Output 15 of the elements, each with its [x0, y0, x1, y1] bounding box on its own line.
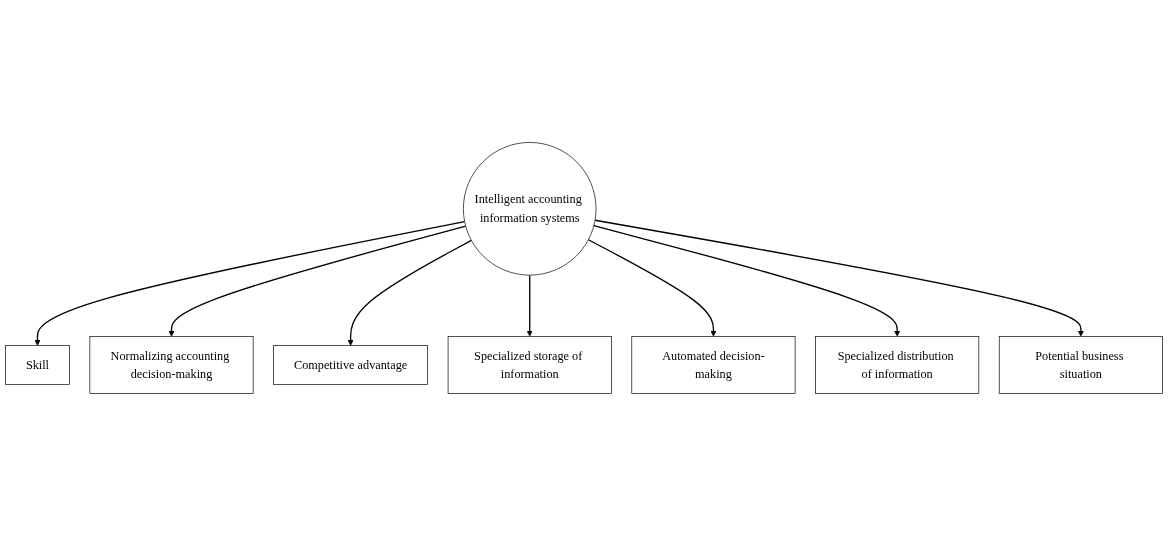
node-box: Skill: [5, 344, 70, 385]
node-box: Competitive advantage: [273, 344, 428, 385]
node-box: Normalizing accounting decision-making: [89, 335, 254, 394]
arrow: [526, 273, 533, 337]
arrow: [34, 220, 466, 346]
node-circle: Intelligent accounting information systems: [463, 141, 597, 275]
node-box: Specialized storage of information: [447, 335, 612, 394]
node-box: Specialized distribution of information: [815, 335, 980, 394]
node-box: Automated decision-making: [631, 335, 796, 394]
arrow: [347, 239, 473, 346]
arrow: [593, 224, 901, 337]
node-box: Potential business situation: [998, 335, 1163, 394]
arrow: [587, 238, 717, 337]
arrow: [168, 224, 467, 337]
arrow: [594, 219, 1084, 337]
